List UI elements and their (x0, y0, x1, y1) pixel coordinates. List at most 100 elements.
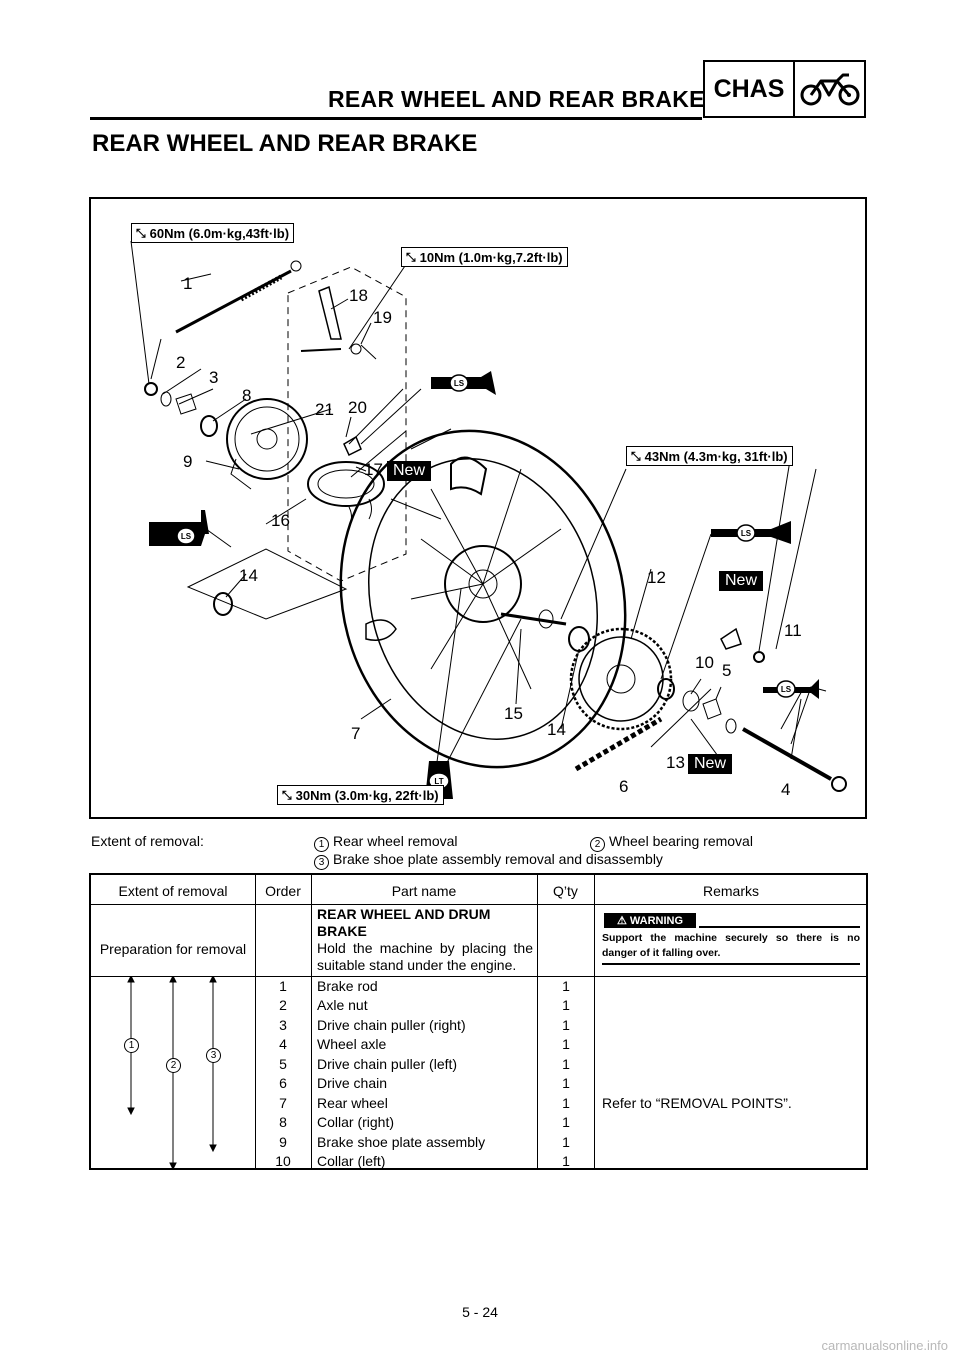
bracket-marker-2: 2 (166, 1058, 181, 1073)
part-number: 15 (504, 704, 523, 723)
marker-3: 3 (314, 855, 329, 870)
row-part: Collar (left) (317, 1153, 386, 1169)
part-number: 7 (351, 724, 361, 743)
wrench-icon: ⤡ (282, 787, 292, 802)
exploded-diagram: LS LS LS LS LT ⤡60Nm (6.0m·kg,43ft·lb) ⤡… (89, 197, 867, 819)
part-number: 14 (547, 720, 566, 739)
row-part: Collar (right) (317, 1114, 395, 1130)
warning-text: Support the machine securely so there is… (602, 932, 860, 959)
bracket-marker-1: 1 (124, 1038, 139, 1053)
extent-item-2: 2 Wheel bearing removal (590, 832, 753, 852)
row-qty: 1 (562, 1036, 570, 1052)
row-qty: 1 (562, 978, 570, 994)
header-order: Order (265, 883, 301, 899)
part-number: 9 (183, 452, 193, 471)
part-number: 11 (784, 621, 802, 640)
page-number: 5 - 24 (462, 1304, 498, 1320)
prep-part-text: Hold the machine by placing the suitable… (317, 940, 533, 973)
ls-label: LS (454, 379, 465, 388)
diagram-drawing: LS LS LS LS LT (130, 240, 847, 799)
chas-label: CHAS (705, 62, 795, 116)
bracket-marker-3: 3 (206, 1048, 221, 1063)
torque-text: 43Nm (4.3m·kg, 31ft·lb) (644, 448, 788, 464)
row-qty: 1 (562, 997, 570, 1013)
row-order: 6 (279, 1075, 287, 1091)
warning-rule-bottom (602, 963, 860, 965)
row-part: Brake rod (317, 978, 378, 994)
part-number: 13 (666, 753, 685, 772)
torque-text: 60Nm (6.0m·kg,43ft·lb) (149, 225, 290, 241)
marker-1: 1 (314, 837, 329, 852)
extent-item-text: Wheel bearing removal (609, 833, 753, 849)
watermark: carmanualsonline.info (821, 1338, 948, 1353)
wrench-icon: ⤡ (406, 249, 416, 264)
part-number: 12 (647, 568, 666, 587)
row-part: Rear wheel (317, 1095, 388, 1111)
row-order: 10 (275, 1153, 291, 1169)
row-qty: 1 (562, 1114, 570, 1130)
row-order: 1 (279, 978, 287, 994)
header-qty: Q’ty (553, 883, 578, 899)
wrench-icon: ⤡ (136, 225, 146, 240)
extent-item-1: 1 Rear wheel removal (314, 832, 458, 852)
removal-table: Extent of removal Order Part name Q’ty R… (89, 873, 868, 1171)
wrench-icon: ⤡ (631, 448, 641, 463)
row-order: 7 (279, 1095, 287, 1111)
extent-item-text: Rear wheel removal (333, 833, 458, 849)
torque-box-60nm: ⤡60Nm (6.0m·kg,43ft·lb) (131, 223, 295, 243)
part-number: 17 (364, 460, 383, 479)
part-number: 16 (271, 511, 290, 530)
header-title: REAR WHEEL AND REAR BRAKE (328, 86, 705, 112)
row-part: Brake shoe plate assembly (317, 1134, 486, 1150)
row-order: 3 (279, 1017, 287, 1033)
row-order: 4 (279, 1036, 287, 1052)
ls-label: LS (781, 685, 792, 694)
row-part: Drive chain puller (left) (317, 1056, 458, 1072)
row-order: 5 (279, 1056, 287, 1072)
row-part: Drive chain puller (right) (317, 1017, 466, 1033)
part-number: 10 (695, 653, 714, 672)
ls-label: LS (741, 529, 752, 538)
lt-label: LT (434, 777, 443, 786)
row-qty: 1 (562, 1017, 570, 1033)
row-order: 8 (279, 1114, 287, 1130)
extent-label: Extent of removal: (91, 833, 204, 849)
new-badge: New (688, 754, 733, 774)
part-number: 5 (722, 661, 732, 680)
row-qty: 1 (562, 1095, 570, 1111)
row-part: Drive chain (317, 1075, 388, 1091)
part-number: 21 (315, 400, 334, 419)
part-number: 6 (619, 777, 629, 796)
torque-text: 10Nm (1.0m·kg,7.2ft·lb) (419, 249, 563, 265)
extent-item-3: 3 Brake shoe plate assembly removal and d… (314, 850, 663, 870)
torque-box-30nm: ⤡30Nm (3.0m·kg, 22ft·lb) (277, 785, 444, 805)
marker-2: 2 (590, 837, 605, 852)
remarks-text: Refer to “REMOVAL POINTS”. (602, 1095, 792, 1111)
part-number: 3 (209, 368, 219, 387)
row-part: Wheel axle (317, 1036, 387, 1052)
header-part-name: Part name (391, 883, 457, 899)
new-badge: New (719, 571, 764, 591)
row-part: Axle nut (317, 997, 368, 1013)
part-number: 20 (348, 398, 367, 417)
warning-label: ⚠ WARNING (604, 913, 696, 928)
new-badge: New (387, 461, 432, 481)
torque-box-10nm: ⤡10Nm (1.0m·kg,7.2ft·lb) (401, 247, 568, 267)
row-qty: 1 (562, 1153, 570, 1169)
part-number: 14 (239, 566, 258, 585)
ls-label: LS (181, 532, 192, 541)
torque-text: 30Nm (3.0m·kg, 22ft·lb) (295, 787, 439, 803)
row-qty: 1 (562, 1134, 570, 1150)
row-order: 9 (279, 1134, 287, 1150)
extent-item-text: Brake shoe plate assembly removal and di… (333, 851, 663, 867)
part-number: 1 (183, 274, 193, 293)
header-remarks: Remarks (702, 883, 759, 899)
torque-box-43nm: ⤡43Nm (4.3m·kg, 31ft·lb) (626, 446, 793, 466)
part-number: 8 (242, 386, 252, 405)
part-number: 19 (373, 308, 392, 327)
part-number: 2 (176, 353, 186, 372)
prep-extent: Preparation for removal (99, 941, 247, 957)
warning-rule-top (699, 926, 860, 928)
row-qty: 1 (562, 1075, 570, 1091)
motorcycle-icon (795, 62, 864, 116)
